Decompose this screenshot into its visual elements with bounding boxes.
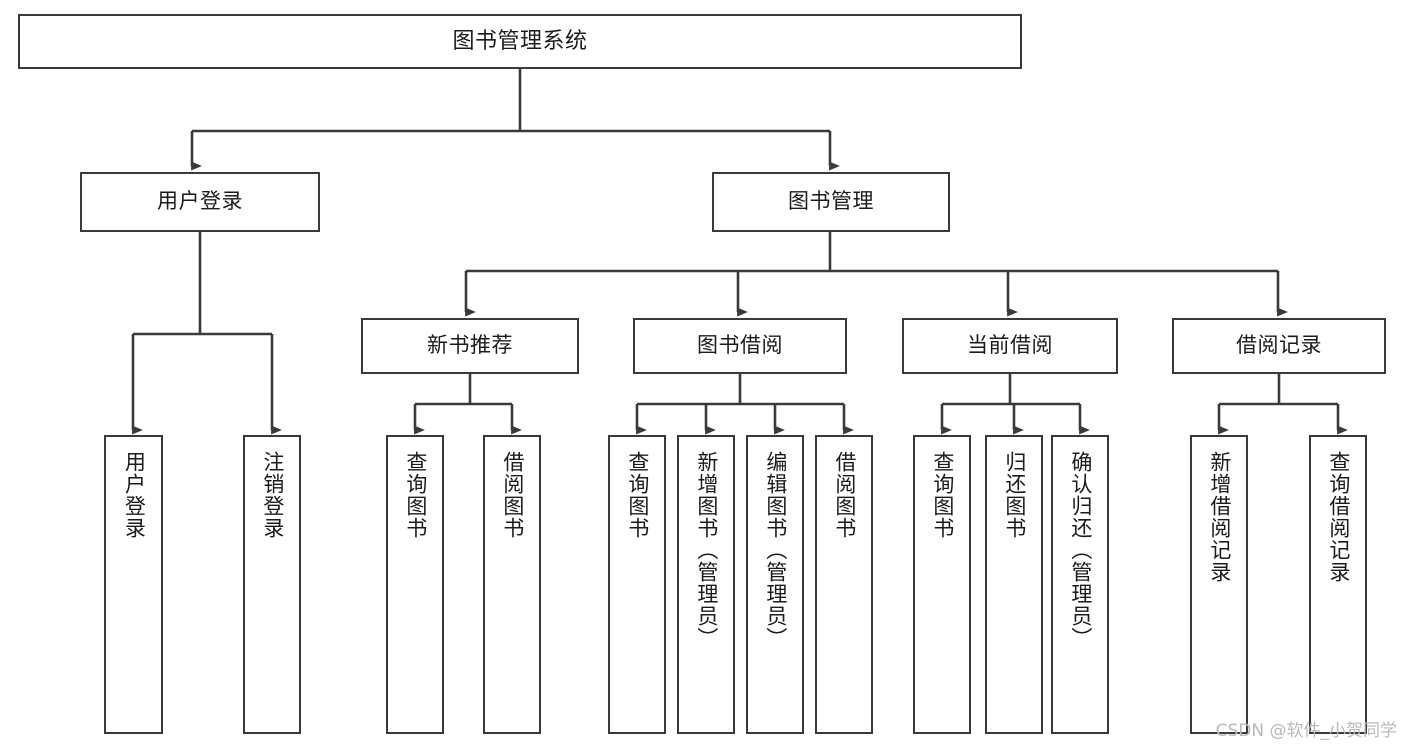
leaf-label: 借阅图书 [832, 451, 856, 539]
leaf-borrow-book-recommend[interactable]: 借阅图书 [483, 435, 541, 734]
leaf-query-borrow-record[interactable]: 查询借阅记录 [1309, 435, 1367, 734]
leaf-label: 确认归还（管理员） [1068, 451, 1092, 649]
leaf-label: 编辑图书（管理员） [763, 451, 787, 649]
leaf-label: 查询图书 [403, 451, 427, 539]
leaf-label: 借阅图书 [500, 451, 524, 539]
node-label: 借阅记录 [1236, 334, 1322, 358]
leaf-confirm-return-admin[interactable]: 确认归还（管理员） [1051, 435, 1109, 734]
leaf-label: 查询图书 [625, 451, 649, 539]
leaf-label: 归还图书 [1002, 451, 1026, 539]
node-root-label: 图书管理系统 [452, 28, 588, 54]
leaf-label: 新增图书（管理员） [694, 451, 718, 649]
node-book-management[interactable]: 图书管理 [712, 172, 950, 232]
node-label: 新书推荐 [427, 334, 513, 358]
leaf-label: 新增借阅记录 [1207, 451, 1231, 583]
leaf-add-borrow-record[interactable]: 新增借阅记录 [1190, 435, 1248, 734]
leaf-label: 用户登录 [122, 451, 146, 539]
leaf-user-login[interactable]: 用户登录 [104, 435, 163, 734]
node-new-book-recommend[interactable]: 新书推荐 [361, 318, 579, 374]
leaf-query-book-borrow[interactable]: 查询图书 [608, 435, 666, 734]
leaf-label: 查询借阅记录 [1326, 451, 1350, 583]
leaf-add-book-admin[interactable]: 新增图书（管理员） [677, 435, 735, 734]
node-current-borrow[interactable]: 当前借阅 [902, 318, 1118, 374]
leaf-borrow-book[interactable]: 借阅图书 [815, 435, 873, 734]
leaf-query-book-recommend[interactable]: 查询图书 [386, 435, 444, 734]
leaf-label: 注销登录 [260, 451, 284, 539]
node-label: 图书借阅 [697, 334, 783, 358]
leaf-label: 查询图书 [930, 451, 954, 539]
node-label: 当前借阅 [967, 334, 1053, 358]
leaf-edit-book-admin[interactable]: 编辑图书（管理员） [746, 435, 804, 734]
node-book-borrow[interactable]: 图书借阅 [633, 318, 847, 374]
node-root[interactable]: 图书管理系统 [18, 14, 1022, 69]
node-label: 图书管理 [788, 190, 874, 214]
node-borrow-records[interactable]: 借阅记录 [1172, 318, 1386, 374]
node-label: 用户登录 [157, 190, 243, 214]
node-user-login[interactable]: 用户登录 [80, 172, 320, 232]
watermark: CSDN @软件_小贺同学 [1215, 721, 1397, 741]
leaf-return-book[interactable]: 归还图书 [985, 435, 1043, 734]
leaf-query-book-current[interactable]: 查询图书 [913, 435, 971, 734]
leaf-user-logout[interactable]: 注销登录 [243, 435, 301, 734]
